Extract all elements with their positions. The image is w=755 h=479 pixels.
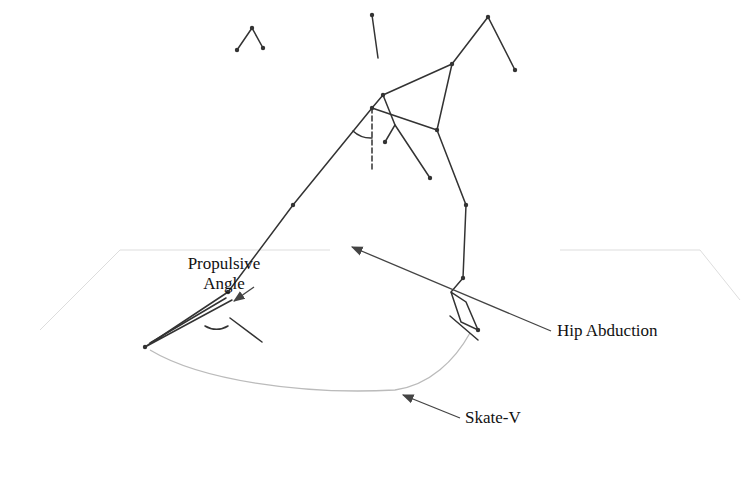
skate-v-curve <box>150 333 470 391</box>
leader-lines <box>234 247 551 418</box>
torso-right <box>437 64 452 130</box>
skate-v-leader <box>403 395 460 418</box>
joints <box>143 13 517 349</box>
shoulder-line <box>383 64 452 95</box>
right-leg <box>437 130 466 278</box>
callout-label: Skate-V <box>465 408 521 428</box>
skeleton <box>145 15 515 347</box>
ground-plane <box>40 250 740 330</box>
inner-segment <box>395 125 430 178</box>
ground-line <box>40 250 740 330</box>
left-blade <box>150 298 226 343</box>
callout-label: Hip Abduction <box>557 321 658 341</box>
propulsive-angle-arc <box>205 326 228 329</box>
hip-vertical-reference <box>371 108 373 172</box>
torso-left <box>372 95 383 108</box>
hip-angle-arc <box>353 131 372 138</box>
left-forearm <box>383 95 395 142</box>
left-skate <box>145 292 232 347</box>
right-arm <box>452 17 515 70</box>
callout-label: Propulsive Angle <box>178 254 270 294</box>
head-segment <box>372 15 378 58</box>
right-blade <box>450 316 478 340</box>
hip-abduction-leader <box>352 247 551 331</box>
right-skate <box>451 278 478 330</box>
left-arm <box>237 28 263 50</box>
propulsive-angle-line <box>230 318 262 342</box>
pelvis <box>372 108 437 130</box>
